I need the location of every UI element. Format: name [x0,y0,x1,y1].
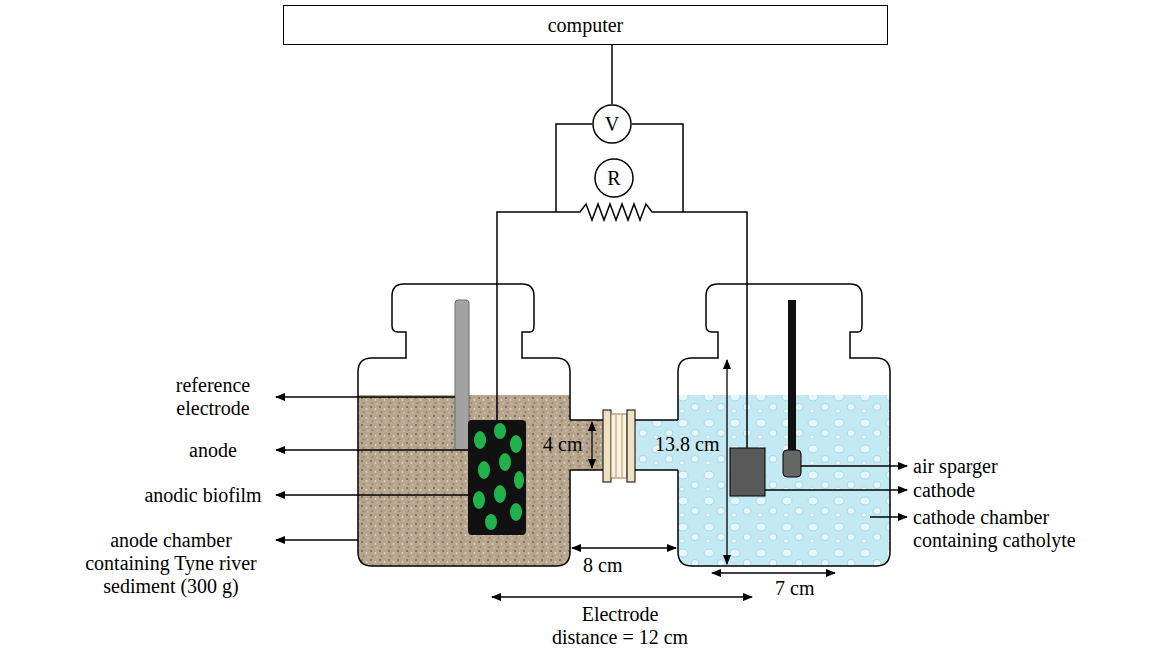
anode-electrode [468,420,526,535]
sparger-head [783,450,801,477]
cathode-electrode [730,448,765,496]
reference-electrode [455,300,469,450]
biofilm-spots [473,423,524,530]
part-label: air sparger [913,455,1093,478]
membrane [611,414,627,478]
flange [627,410,635,482]
dimension-label: 4 cm [543,433,589,456]
tube-wall [634,469,678,471]
dimension-label: 7 cm [775,577,821,600]
membrane-line [615,414,617,478]
box-label: computer [548,14,624,37]
dimension-lines [492,360,835,597]
symbol-letter: V [605,113,619,136]
anode-jar [358,284,570,566]
part-label: anode chamber containing Tyne river sedi… [76,529,266,598]
signal-wire [611,45,613,104]
symbol-letter: R [607,167,620,190]
part-label: cathode [913,479,1093,502]
tube-wall [570,469,604,471]
resistance-symbol: R [594,158,634,198]
tube-wall [634,419,678,421]
membrane-line [621,414,623,478]
part-label: anodic biofilm [140,484,266,507]
dimension-label: 8 cm [583,554,629,577]
circuit-wires [497,124,747,448]
sediment-fill [358,395,605,566]
dimension-label: 13.8 cm [655,433,725,456]
part-label: cathode chamber containing catholyte [913,506,1093,552]
voltmeter-symbol: V [592,104,632,144]
part-label: anode [160,439,266,462]
part-label: reference electrode [160,374,266,420]
cathode-jar [678,284,890,566]
flange [603,410,611,482]
leader-lines [276,397,907,540]
computer-box: computer [283,5,888,45]
tube-wall [570,419,604,421]
dimension-label: Electrode distance = 12 cm [549,603,691,649]
air-tube [788,300,796,452]
catholyte-fill [635,395,890,566]
